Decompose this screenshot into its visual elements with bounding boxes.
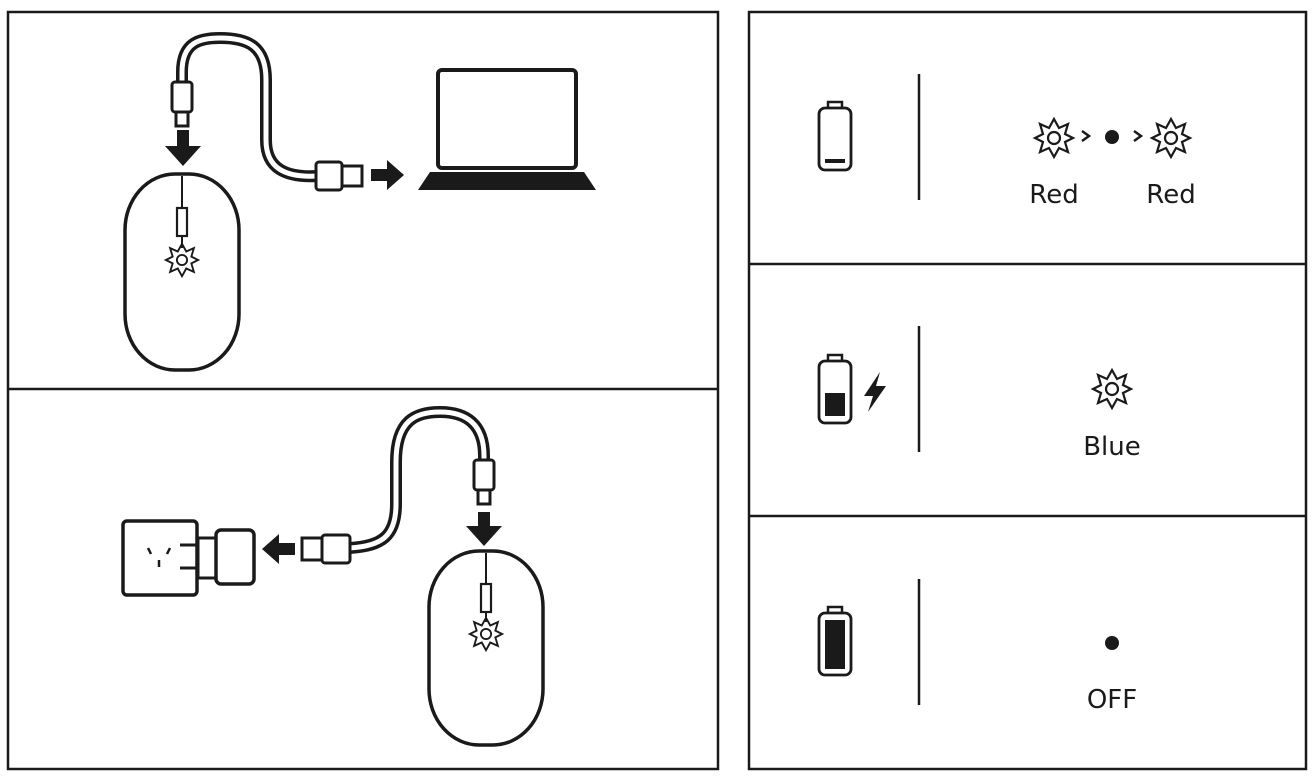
usb-c-plug-icon [472, 458, 496, 506]
status-row-low-battery [817, 100, 1192, 172]
arrow-right-icon [371, 160, 404, 190]
led-on-icon [1091, 368, 1133, 410]
mouse-icon [427, 549, 545, 747]
lightning-bolt-icon [864, 372, 886, 412]
battery-low-icon [817, 100, 853, 172]
arrow-down-icon [165, 130, 201, 166]
status-row-charging [817, 353, 1133, 425]
charge-via-computer-scene [123, 31, 596, 372]
usb-cable-icon [176, 31, 319, 183]
wall-outlet-icon [121, 519, 199, 597]
led-off-icon [1105, 636, 1119, 650]
battery-charging-icon [817, 353, 853, 425]
status-table [747, 10, 1308, 771]
led-color-label-red-1: Red [1029, 180, 1079, 210]
usb-cable-icon [349, 405, 490, 554]
usb-c-plug-icon [170, 80, 194, 128]
arrow-left-icon [262, 534, 295, 564]
led-color-label-blue: Blue [1083, 432, 1141, 462]
usb-a-plug-icon [300, 533, 352, 565]
status-row-full [817, 605, 1119, 677]
led-flashing-icon [1033, 117, 1192, 159]
usb-a-plug-icon [314, 160, 364, 192]
power-adapter-icon [180, 528, 256, 586]
laptop-icon [418, 68, 596, 190]
left-panel [6, 10, 720, 771]
mouse-icon [123, 172, 241, 372]
charge-via-wall-adapter-scene [121, 405, 545, 747]
led-status-label-off: OFF [1086, 685, 1138, 715]
arrow-down-icon [466, 512, 502, 546]
led-color-label-red-2: Red [1146, 180, 1196, 210]
battery-full-icon [817, 605, 853, 677]
